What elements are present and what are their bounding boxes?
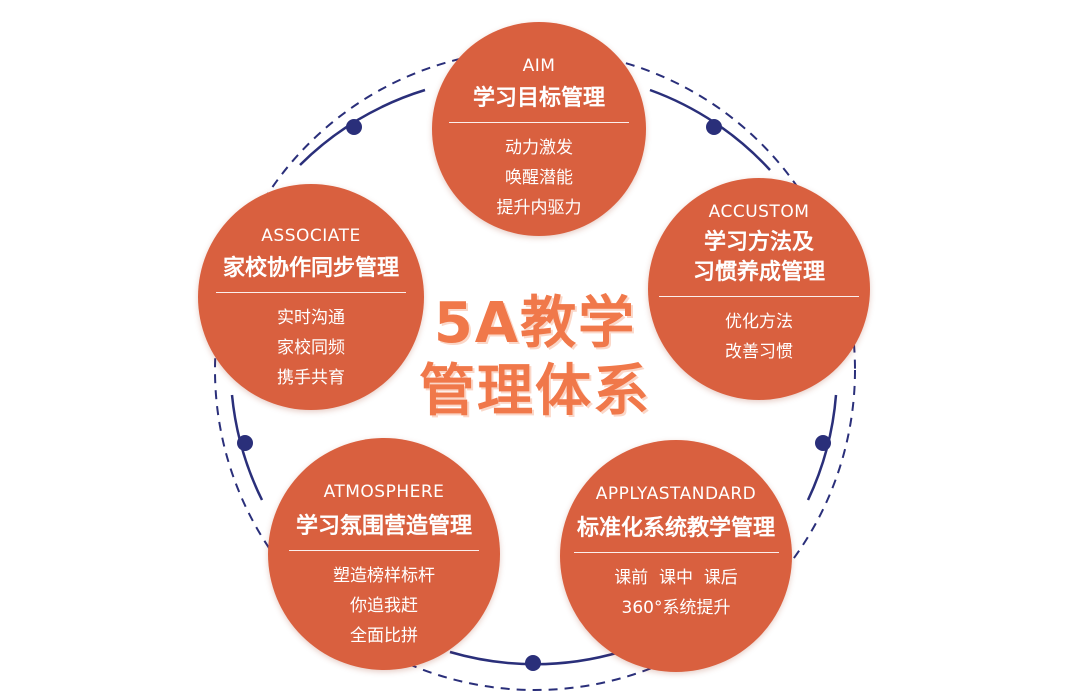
node-items: 优化方法 改善习惯 (648, 307, 870, 367)
node-associate: ASSOCIATE 家校协作同步管理 实时沟通 家校同频 携手共育 (198, 184, 424, 410)
divider (659, 296, 859, 297)
ring-dot (815, 435, 831, 451)
node-applyastandard: APPLYASTANDARD 标准化系统教学管理 课前 课中 课后 360°系统… (560, 440, 792, 672)
node-title-line2: 习惯养成管理 (692, 260, 825, 285)
node-title: 学习方法及 (703, 230, 814, 255)
node-item: 课前 课中 课后 (614, 568, 738, 588)
divider (289, 550, 479, 551)
node-item: 你追我赶 (350, 596, 418, 616)
node-items: 课前 课中 课后 360°系统提升 (560, 563, 792, 623)
node-item: 全面比拼 (350, 626, 418, 646)
node-title: 学习目标管理 (472, 86, 605, 111)
node-item: 实时沟通 (277, 308, 345, 328)
ring-dot (525, 655, 541, 671)
center-title-line1: 5A教学 (433, 291, 637, 356)
node-item: 塑造榜样标杆 (333, 566, 435, 586)
node-items: 实时沟通 家校同频 携手共育 (198, 303, 424, 393)
ring-dot (237, 435, 253, 451)
node-item: 提升内驱力 (496, 198, 582, 218)
node-item: 改善习惯 (725, 342, 793, 362)
node-title: 标准化系统教学管理 (576, 516, 775, 541)
node-title: 家校协作同步管理 (222, 256, 399, 281)
node-item: 唤醒潜能 (505, 168, 573, 188)
node-en-label: ASSOCIATE (261, 226, 361, 246)
node-aim: AIM 学习目标管理 动力激发 唤醒潜能 提升内驱力 (432, 22, 646, 236)
node-title: 学习氛围营造管理 (295, 514, 472, 539)
node-item: 动力激发 (505, 138, 573, 158)
node-en-label: ATMOSPHERE (323, 482, 445, 502)
node-atmosphere: ATMOSPHERE 学习氛围营造管理 塑造榜样标杆 你追我赶 全面比拼 (268, 438, 500, 670)
node-items: 塑造榜样标杆 你追我赶 全面比拼 (268, 561, 500, 651)
center-title: 5A教学 管理体系 (415, 290, 655, 426)
node-item: 优化方法 (725, 312, 793, 332)
ring-dot (706, 119, 722, 135)
node-en-label: ACCUSTOM (708, 202, 810, 222)
ring-dot (346, 119, 362, 135)
divider (573, 552, 779, 553)
node-en-label: AIM (522, 56, 556, 76)
node-accustom: ACCUSTOM 学习方法及 习惯养成管理 优化方法 改善习惯 (648, 178, 870, 400)
center-title-line2: 管理体系 (419, 359, 651, 424)
node-en-label: APPLYASTANDARD (595, 484, 757, 504)
node-item: 360°系统提升 (621, 598, 731, 618)
divider (216, 292, 406, 293)
arc-top-left (299, 88, 426, 166)
node-items: 动力激发 唤醒潜能 提升内驱力 (432, 133, 646, 223)
node-item: 家校同频 (277, 338, 345, 358)
node-item: 携手共育 (277, 368, 345, 388)
divider (449, 122, 629, 123)
